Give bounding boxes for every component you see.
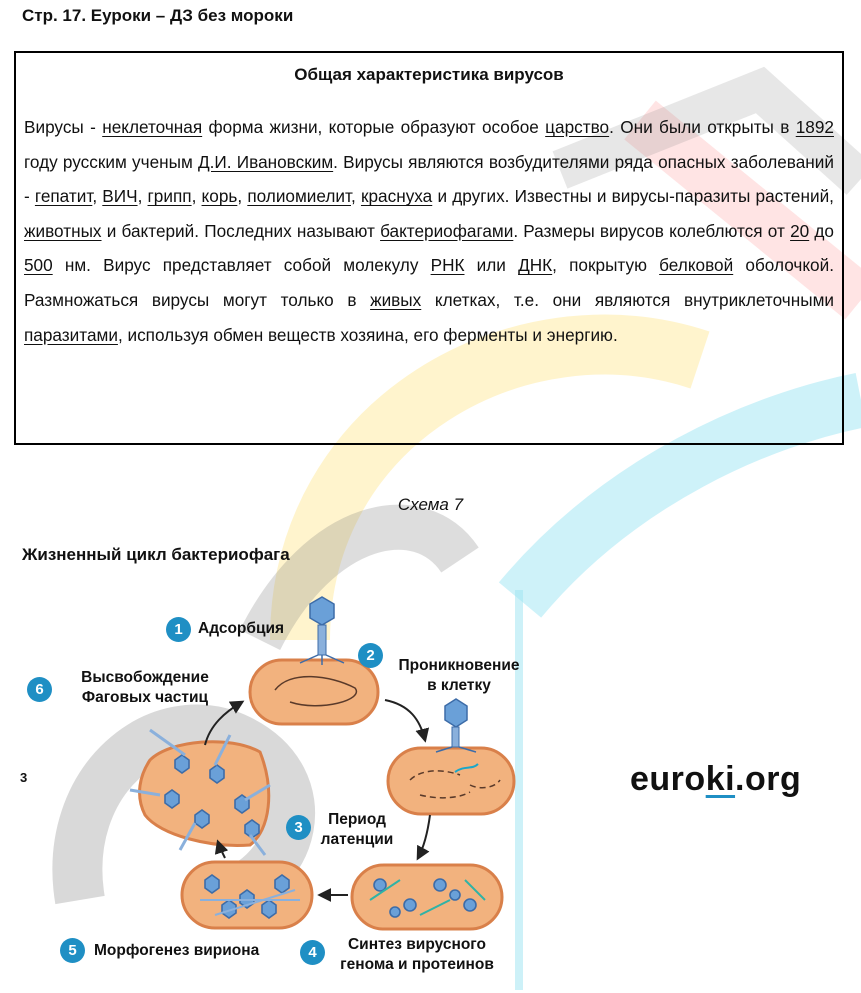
step-number-4: 4 [300, 940, 325, 965]
answer-underline: гепатит [34, 186, 93, 207]
answer-underline: полиомиелит [247, 186, 351, 207]
step-label-1: Адсорбция [198, 620, 285, 637]
answer-underline: животных [24, 220, 102, 241]
step-number-1: 1 [166, 617, 191, 642]
step-number-5: 5 [60, 938, 85, 963]
bacteriophage-life-cycle-diagram [129, 596, 516, 931]
answer-underline: РНК [430, 255, 465, 276]
answer-underline: неклеточная [102, 117, 203, 137]
diagram-title: Жизненный цикл бактериофага [22, 545, 290, 564]
cell-release [129, 728, 271, 856]
cell-morphogenesis [180, 860, 314, 930]
answer-underline: 20 [790, 220, 810, 241]
page-number: 3 [20, 770, 28, 785]
answer-underline: царство [545, 117, 610, 137]
step-number-2: 2 [358, 643, 383, 668]
cell-adsorption [248, 596, 380, 726]
answer-underline: живых [370, 289, 422, 310]
schema-label: Схема 7 [397, 495, 464, 514]
step-label-5: Морфогенез вириона [94, 942, 260, 959]
answer-underline: ДНК [518, 255, 553, 276]
box-title: Общая характеристика вирусов [294, 65, 564, 84]
answer-underline: грипп [147, 186, 192, 207]
answer-underline: краснуха [360, 186, 433, 207]
cell-synthesis [350, 863, 504, 931]
step-number-6: 6 [27, 677, 52, 702]
answer-underline: корь [201, 186, 238, 207]
box-text: Вирусы - неклеточная форма жизни, которы… [24, 117, 834, 345]
step-number-3: 3 [286, 815, 311, 840]
answer-underline: бактериофагами [380, 220, 514, 241]
answer-underline: ВИЧ [102, 186, 138, 207]
cell-penetration [386, 698, 516, 816]
euroki-logo: euroki.org [630, 760, 802, 798]
answer-underline: Д.И. Ивановским [198, 151, 334, 172]
virus-characteristics-box: Общая характеристика вирусов Вирусы - не… [14, 51, 844, 445]
answer-underline: 500 [24, 255, 53, 276]
answer-underline: белковой [659, 255, 734, 276]
answer-underline: 1892 [795, 117, 834, 137]
answer-underline: паразитами [24, 324, 118, 345]
page-header: Стр. 17. Еуроки – ДЗ без мороки [22, 6, 294, 25]
